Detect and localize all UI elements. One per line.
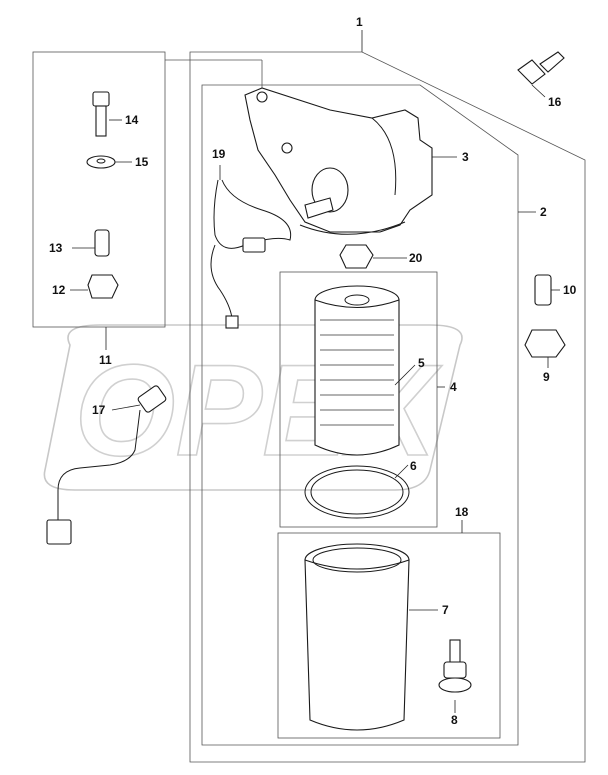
drain-plug-head [443, 661, 467, 679]
callout-18: 18 [455, 505, 469, 519]
o-ring-inner [310, 469, 404, 515]
sensor-cable-head [137, 385, 167, 413]
washer-hole [96, 158, 106, 164]
callout-labels: 1 2 3 4 5 6 7 8 9 10 11 12 13 14 15 16 1… [49, 15, 577, 727]
frame-group-18 [277, 532, 501, 739]
housing-body [244, 87, 433, 233]
sensor-cable-wire [57, 409, 141, 520]
callout-20: 20 [409, 251, 423, 265]
leader-17 [111, 404, 141, 411]
drain-plug [438, 639, 472, 693]
harness-terminal [225, 315, 239, 329]
callout-15: 15 [135, 155, 149, 169]
harness-loop [213, 179, 292, 249]
callout-10: 10 [563, 283, 577, 297]
sensor-cable-plug [46, 519, 72, 545]
drain-plug-thread [449, 639, 461, 665]
mount-hole-bottom [281, 142, 293, 154]
harness-branch [210, 244, 233, 319]
grommet [87, 274, 119, 299]
sensor-cable [46, 385, 167, 545]
filter-ribs [320, 319, 394, 426]
o-ring [304, 465, 410, 519]
callout-2: 2 [540, 205, 547, 219]
leader-lines [70, 30, 560, 713]
callout-11: 11 [99, 353, 112, 367]
frame-assembly-2 [201, 84, 519, 746]
filter-bowl [304, 543, 410, 731]
callout-13: 13 [49, 241, 63, 255]
assembly-frames [32, 51, 586, 763]
leader-16 [531, 84, 546, 98]
callout-6: 6 [410, 459, 417, 473]
sensor-plug [517, 51, 565, 85]
sensor-plug-pin [539, 51, 565, 73]
frame-group-11 [32, 51, 166, 328]
watermark-outline [43, 324, 463, 491]
callout-7: 7 [442, 603, 449, 617]
bolt-and-washer [86, 91, 116, 169]
wiring-harness [210, 179, 292, 329]
right-grommet [524, 329, 566, 358]
sensor-plug-body [517, 59, 546, 85]
sleeve [94, 229, 110, 257]
bolt-head [92, 91, 110, 107]
nut-body [339, 244, 374, 269]
washer [86, 155, 116, 169]
callout-4: 4 [450, 380, 457, 394]
leader-6 [394, 464, 409, 479]
callout-8: 8 [451, 713, 458, 727]
callout-17: 17 [92, 403, 106, 417]
leader-5 [394, 364, 416, 386]
right-sleeve [534, 274, 552, 306]
frame-group-4 [279, 271, 438, 528]
callout-5: 5 [418, 356, 425, 370]
callout-9: 9 [543, 370, 550, 384]
harness-connector [242, 237, 266, 253]
housing-base-contour [299, 221, 406, 235]
right-sleeve-and-grommet [524, 274, 566, 358]
bowl-body [304, 559, 410, 731]
callout-12: 12 [52, 283, 66, 297]
housing-contour [371, 117, 397, 196]
callout-16: 16 [548, 95, 562, 109]
filter-core [344, 294, 370, 306]
mount-hole-top [256, 91, 268, 103]
housing-nipple [304, 197, 334, 219]
callout-1: 1 [356, 15, 363, 29]
bolt-shank [95, 105, 107, 137]
filter-pleats-body [314, 299, 400, 456]
filter-housing-head [244, 87, 433, 235]
drain-plug-flange [438, 677, 472, 693]
frame-assembly-1 [189, 51, 586, 763]
filter-element [314, 285, 400, 456]
callout-19: 19 [212, 147, 226, 161]
sleeve-and-grommet [87, 229, 119, 299]
nut [339, 244, 374, 269]
bowl-rim-inner [312, 547, 402, 573]
callout-3: 3 [462, 150, 469, 164]
callout-14: 14 [125, 113, 139, 127]
